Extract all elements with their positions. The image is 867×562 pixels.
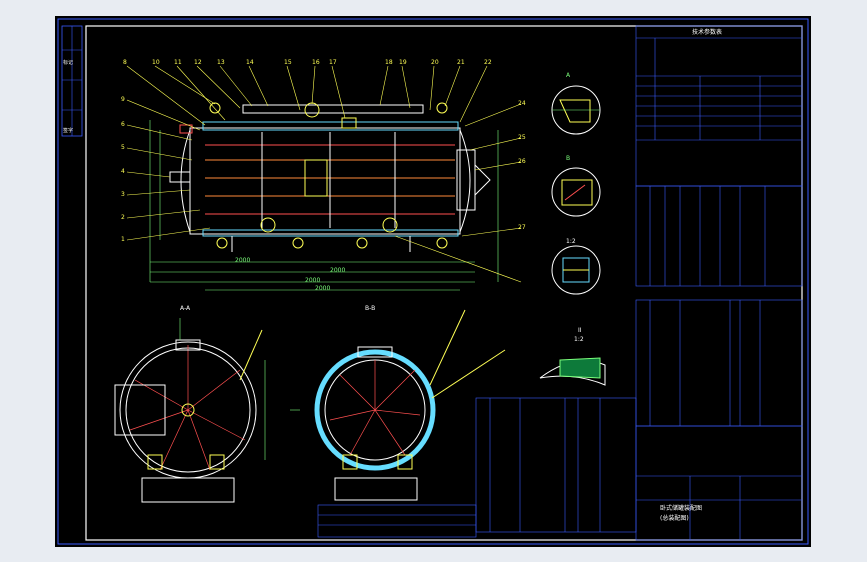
title-block [635,425,803,541]
balloon-2: 2 [121,214,125,221]
detail-b-title: B [566,155,571,162]
drawing-sheet [55,16,811,547]
balloon-20: 20 [431,59,439,66]
parts-list-right [635,299,803,427]
section-right-title: B-B [365,305,376,312]
balloon-8: 8 [123,59,127,66]
balloon-26: 26 [518,158,526,165]
sheet-border [57,18,809,545]
balloon-1: 1 [121,236,125,243]
dimension-label: 2000 [330,267,346,274]
balloon-25: 25 [518,134,526,141]
balloon-14: 14 [246,59,254,66]
section-right [290,309,506,501]
balloon-5: 5 [121,144,125,151]
balloon-3: 3 [121,191,125,198]
main-view [126,65,522,291]
balloon-16: 16 [312,59,320,66]
nozzle-table [635,185,803,287]
balloon-24: 24 [518,100,526,107]
balloon-4: 4 [121,168,125,175]
dimension-label: 2000 [235,257,251,264]
balloon-21: 21 [457,59,465,66]
balloon-13: 13 [217,59,225,66]
detail-ii-scale: 1:2 [574,336,584,343]
balloon-12: 12 [194,59,202,66]
detail-a-title: A [566,72,571,79]
balloon-19: 19 [399,59,407,66]
balloon-10: 10 [152,59,160,66]
section-left-title: A-A [180,305,191,312]
left-strip-label: 签字 [63,128,74,134]
drawing-name: 卧式储罐装配图 [660,505,703,512]
balloon-15: 15 [284,59,292,66]
section-left [114,318,266,503]
balloon-17: 17 [329,59,337,66]
balloon-18: 18 [385,59,393,66]
balloon-11: 11 [174,59,182,66]
detail-ii-title: II [578,327,582,334]
tech-table [635,25,803,187]
left-strip-label: 标记 [63,60,74,66]
tech-table-title: 技术参数表 [692,29,723,36]
detail-views [539,85,606,386]
balloon-9: 9 [121,96,125,103]
drawing-subtitle: (总装配图) [660,515,689,522]
balloon-22: 22 [484,59,492,66]
detail-scale-title: 1:2 [566,238,576,245]
balloon-6: 6 [121,121,125,128]
dimension-label: 2000 [315,285,331,292]
balloon-27: 27 [518,224,526,231]
dimension-label: 2000 [305,277,321,284]
